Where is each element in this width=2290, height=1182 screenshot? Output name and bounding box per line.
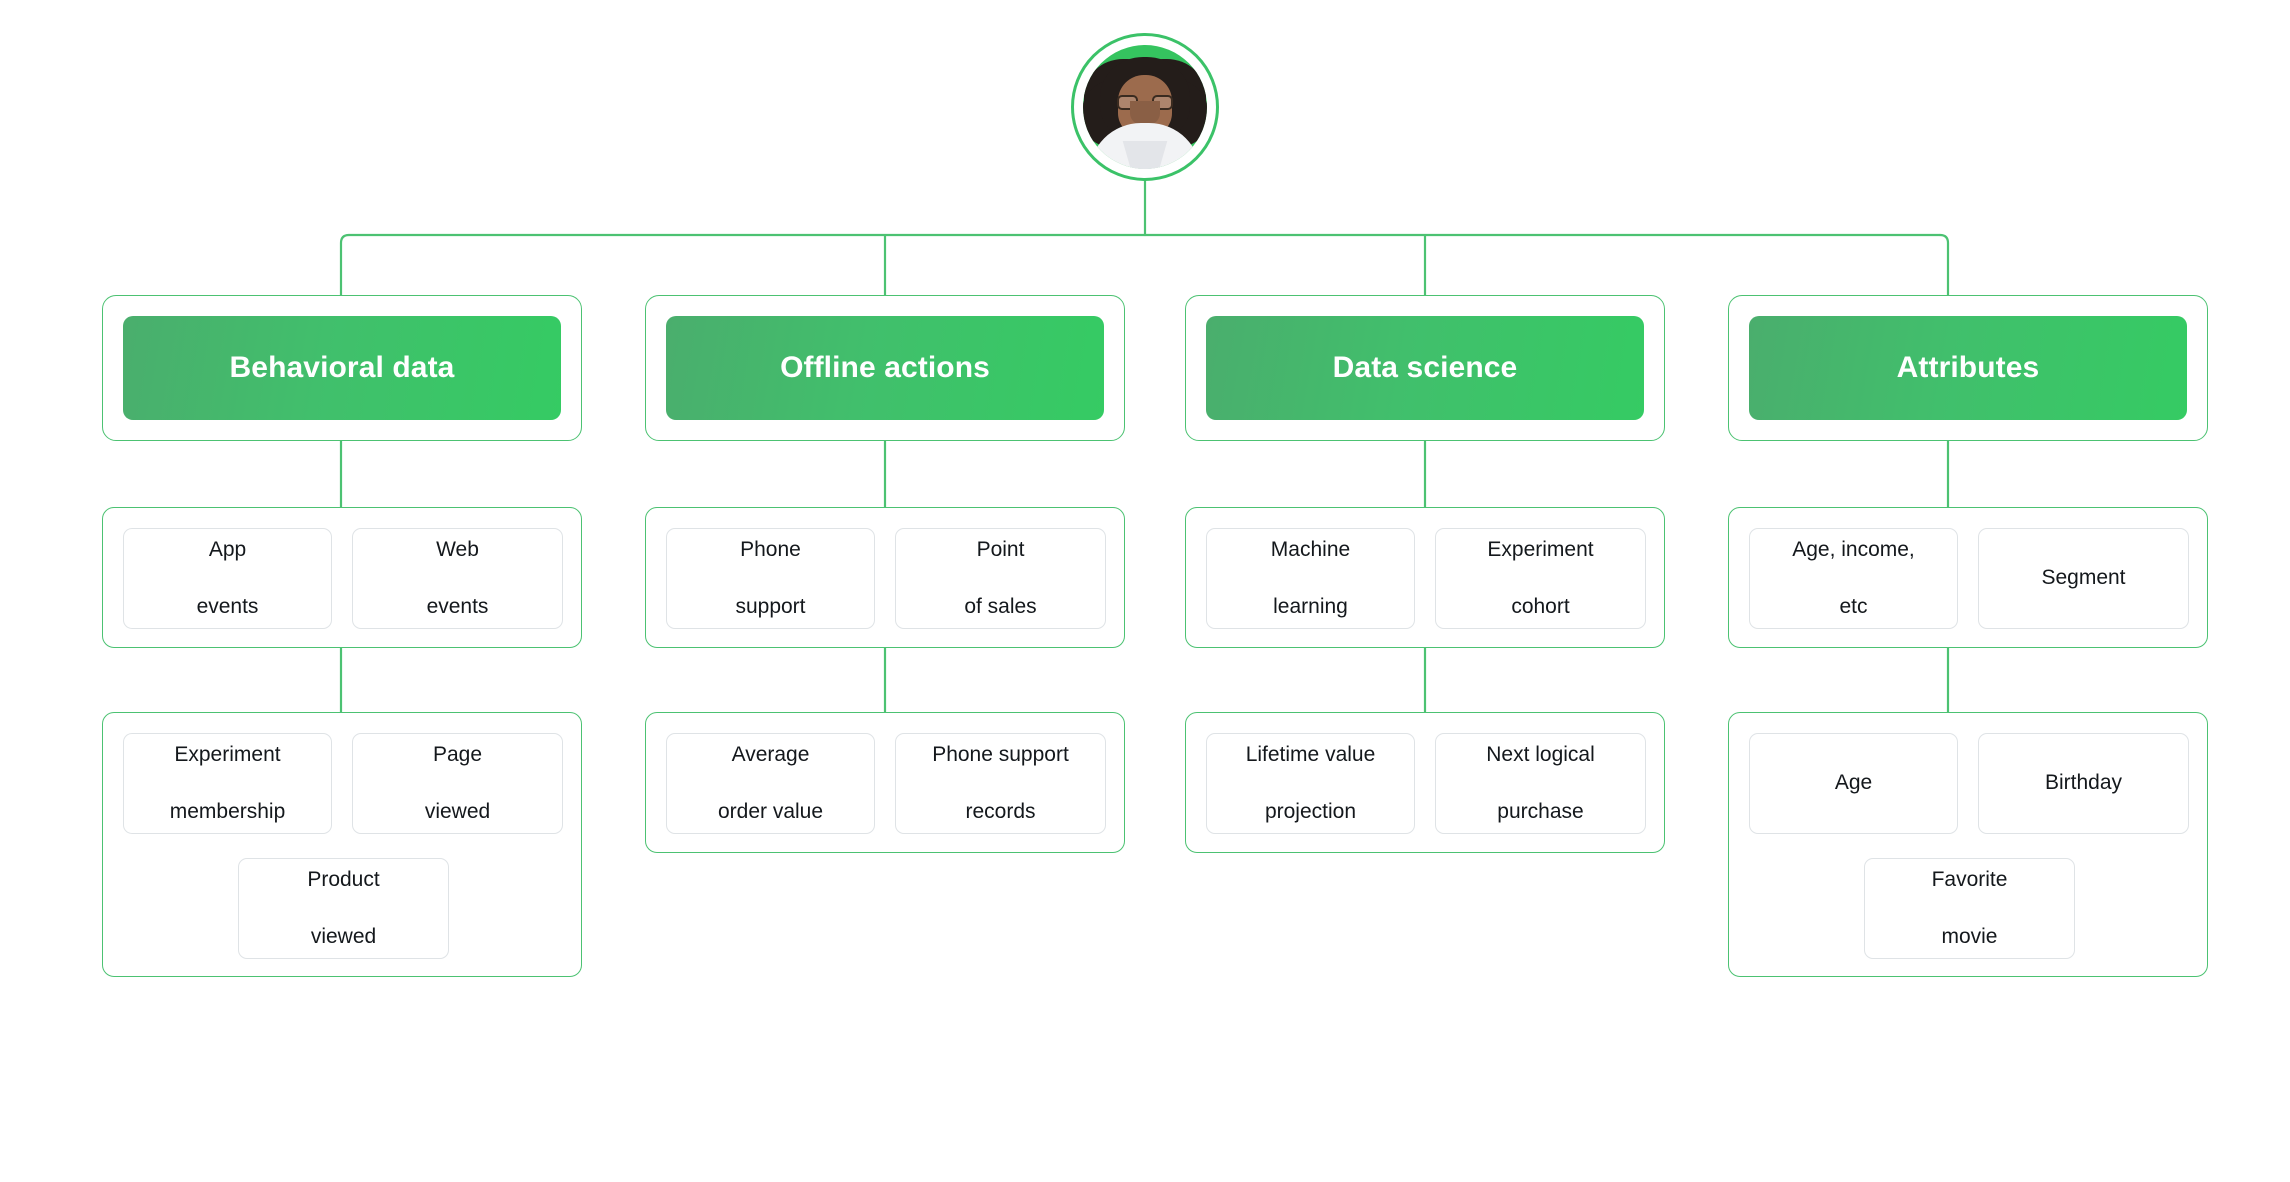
group-offline-sources: Phone support Point of sales: [645, 507, 1125, 648]
chip-line-1: App: [208, 537, 247, 561]
chip-line-1: Product: [307, 867, 380, 891]
column-header-pill: Attributes: [1749, 316, 2187, 420]
chip-line-2: of sales: [964, 594, 1037, 618]
wire-drop-col4: [1938, 233, 1950, 297]
chip-line-2: etc: [1839, 594, 1868, 618]
chip-line-1: Machine: [1270, 537, 1351, 561]
chip-machine-learning[interactable]: Machine learning: [1206, 528, 1415, 629]
root-avatar[interactable]: [1071, 33, 1219, 181]
group-offline-records: Average order value Phone support records: [645, 712, 1125, 853]
chip-line-2: records: [965, 799, 1036, 823]
chip-age-income-etc[interactable]: Age, income, etc: [1749, 528, 1958, 629]
chip-line-2: learning: [1273, 594, 1348, 618]
chip-line-2: cohort: [1511, 594, 1570, 618]
chip-line-1: Page: [432, 742, 483, 766]
chip-point-of-sales[interactable]: Point of sales: [895, 528, 1106, 629]
avatar-shirt: [1089, 123, 1201, 169]
group-data-science-sources: Machine learning Experiment cohort: [1185, 507, 1665, 648]
group-attributes-fields: Age Birthday Favorite movie: [1728, 712, 2208, 977]
column-header-label: Behavioral data: [229, 351, 455, 384]
chip-line-1: Lifetime value: [1245, 742, 1376, 766]
chip-average-order-value[interactable]: Average order value: [666, 733, 875, 834]
chip-lifetime-value-projection[interactable]: Lifetime value projection: [1206, 733, 1415, 834]
group-data-science-outputs: Lifetime value projection Next logical pur…: [1185, 712, 1665, 853]
chip-web-events[interactable]: Web events: [352, 528, 563, 629]
column-header-pill: Data science: [1206, 316, 1644, 420]
chip-line-1: Phone: [740, 537, 801, 561]
group-behavioral-events: Experiment membership Page viewed Product v…: [102, 712, 582, 977]
column-header-attributes[interactable]: Attributes: [1728, 295, 2208, 441]
chip-line-1: Experiment: [174, 742, 281, 766]
column-header-label: Offline actions: [780, 351, 990, 384]
chip-favorite-movie[interactable]: Favorite movie: [1864, 858, 2075, 959]
chip-line-1: Age: [1834, 771, 1873, 795]
chip-experiment-cohort[interactable]: Experiment cohort: [1435, 528, 1646, 629]
chip-app-events[interactable]: App events: [123, 528, 332, 629]
chip-line-1: Phone support: [932, 742, 1069, 766]
avatar-neck: [1130, 101, 1160, 125]
chip-phone-support-records[interactable]: Phone support records: [895, 733, 1106, 834]
chip-line-2: movie: [1941, 924, 1998, 948]
chip-line-2: viewed: [310, 924, 377, 948]
chip-line-1: Experiment: [1487, 537, 1594, 561]
chip-phone-support[interactable]: Phone support: [666, 528, 875, 629]
chip-line-2: projection: [1264, 799, 1357, 823]
chip-line-1: Web: [436, 537, 479, 561]
chip-line-1: Segment: [2041, 566, 2126, 590]
chip-age[interactable]: Age: [1749, 733, 1958, 834]
column-header-behavioral-data[interactable]: Behavioral data: [102, 295, 582, 441]
chip-line-1: Favorite: [1931, 867, 2008, 891]
chip-line-1: Average: [731, 742, 810, 766]
column-header-offline-actions[interactable]: Offline actions: [645, 295, 1125, 441]
chip-line-2: membership: [169, 799, 286, 823]
avatar-photo: [1083, 45, 1207, 169]
column-header-label: Data science: [1332, 351, 1518, 384]
column-header-label: Attributes: [1896, 351, 2040, 384]
chip-birthday[interactable]: Birthday: [1978, 733, 2189, 834]
chip-line-1: Birthday: [2044, 771, 2123, 795]
column-header-data-science[interactable]: Data science: [1185, 295, 1665, 441]
column-header-pill: Offline actions: [666, 316, 1104, 420]
column-header-pill: Behavioral data: [123, 316, 561, 420]
chip-segment[interactable]: Segment: [1978, 528, 2189, 629]
chip-line-1: Point: [976, 537, 1025, 561]
chip-line-2: events: [196, 594, 259, 618]
chip-line-2: purchase: [1497, 799, 1584, 823]
group-attributes-sources: Age, income, etc Segment: [1728, 507, 2208, 648]
chip-line-2: support: [735, 594, 806, 618]
chip-line-2: events: [426, 594, 489, 618]
chip-next-logical-purchase[interactable]: Next logical purchase: [1435, 733, 1646, 834]
chip-line-1: Age, income,: [1792, 537, 1915, 561]
chip-line-1: Next logical: [1486, 742, 1595, 766]
chip-line-2: viewed: [424, 799, 491, 823]
wire-drop-col1: [339, 233, 351, 297]
chip-product-viewed[interactable]: Product viewed: [238, 858, 449, 959]
chip-line-2: order value: [717, 799, 824, 823]
group-behavioral-sources: App events Web events: [102, 507, 582, 648]
chip-page-viewed[interactable]: Page viewed: [352, 733, 563, 834]
chip-experiment-membership[interactable]: Experiment membership: [123, 733, 332, 834]
